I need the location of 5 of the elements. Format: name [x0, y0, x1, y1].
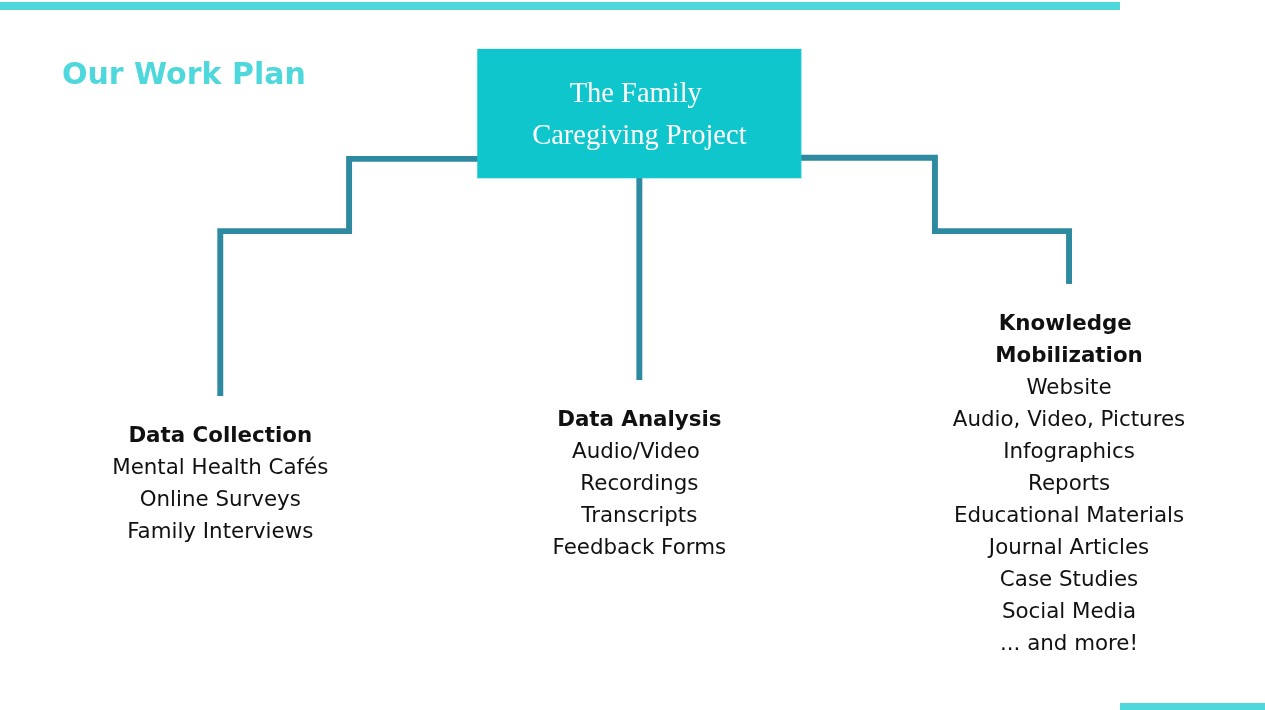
node-text: Knowledge Mobilization Website Audio, Video, Pictures Infographics Reports Educational Materials Journal Articles Case Studies Social Media ... and more!	[952, 309, 1186, 655]
node-text: Data Analysis Audio/Video Recordings Transcripts Feedback Forms	[552, 405, 727, 559]
node-text: Data Collection Mental Health Cafés Online Surveys Family Interviews	[112, 421, 329, 543]
node-box: The Family Caregiving Project	[477, 48, 802, 179]
title: Our Work Plan	[62, 56, 306, 91]
